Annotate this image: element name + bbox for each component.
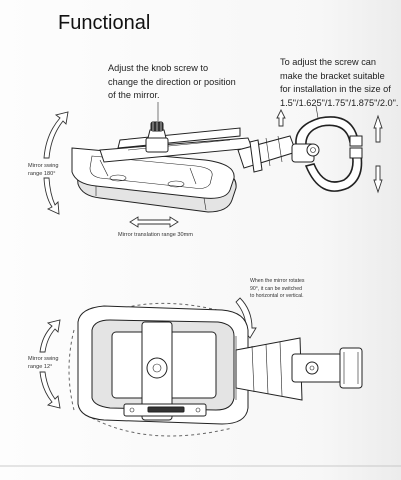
translation-label: Mirror translation range 30mm [118, 232, 193, 238]
rotate-callout: When the mirror rotates 90°, it can be s… [250, 278, 305, 301]
swing12-arrow-up [39, 319, 61, 353]
swing-180-label-line: range 180° [28, 171, 56, 177]
page-title: Functional [58, 12, 151, 34]
bracket-callout-line: To adjust the screw can [280, 57, 377, 67]
clamp-adjust-arrows [276, 108, 383, 194]
swing-arrow-up [43, 111, 69, 159]
rotation-outline [68, 302, 233, 437]
bracket-callout-line: make the bracket suitable [280, 70, 385, 81]
swing-180-arrows [43, 111, 69, 215]
rotate-callout-line: 90°, it can be switched [250, 285, 302, 292]
translation-arrow [129, 216, 179, 228]
rotate-callout-line: to horizontal or vertical. [250, 293, 304, 299]
swing-12-label-line: range 12° [28, 364, 53, 370]
clamp-arrow-down [373, 165, 383, 194]
swing12-arrow-down [39, 371, 61, 409]
knob-callout-line: of the mirror. [108, 90, 160, 100]
rotate-arrow [235, 297, 257, 339]
swing-12-arrows [39, 319, 61, 409]
swing-arrow-down [43, 177, 60, 215]
clamp-arrow-small [276, 108, 286, 127]
swing-180-label: Mirror swing range 180° [28, 162, 58, 178]
bracket-callout: To adjust the screw can make the bracket… [280, 56, 401, 110]
mirror-body-bottom [77, 305, 249, 425]
rotate-callout-line: When the mirror rotates [250, 278, 305, 284]
swing-12-label-line: Mirror swing [28, 356, 59, 362]
knob-callout-line: change the direction or position [108, 76, 236, 87]
bracket-arm-bottom [235, 337, 363, 401]
knob-callout-line: Adjust the knob screw to [108, 63, 209, 73]
swing-12-label: Mirror swing range 12° [28, 355, 58, 371]
bracket-callout-line: for installation in the size of [280, 84, 391, 94]
clamp-arrow-up [373, 114, 383, 143]
knob-callout: Adjust the knob screw to change the dire… [108, 62, 268, 103]
swing-180-label-line: Mirror swing [28, 163, 59, 169]
bracket-callout-line: 1.5"/1.625"/1.75"/1.875"/2.0". [280, 97, 399, 108]
pipe-clamp [291, 116, 363, 192]
bracket-leader [315, 105, 319, 119]
knob-screw [145, 121, 169, 153]
